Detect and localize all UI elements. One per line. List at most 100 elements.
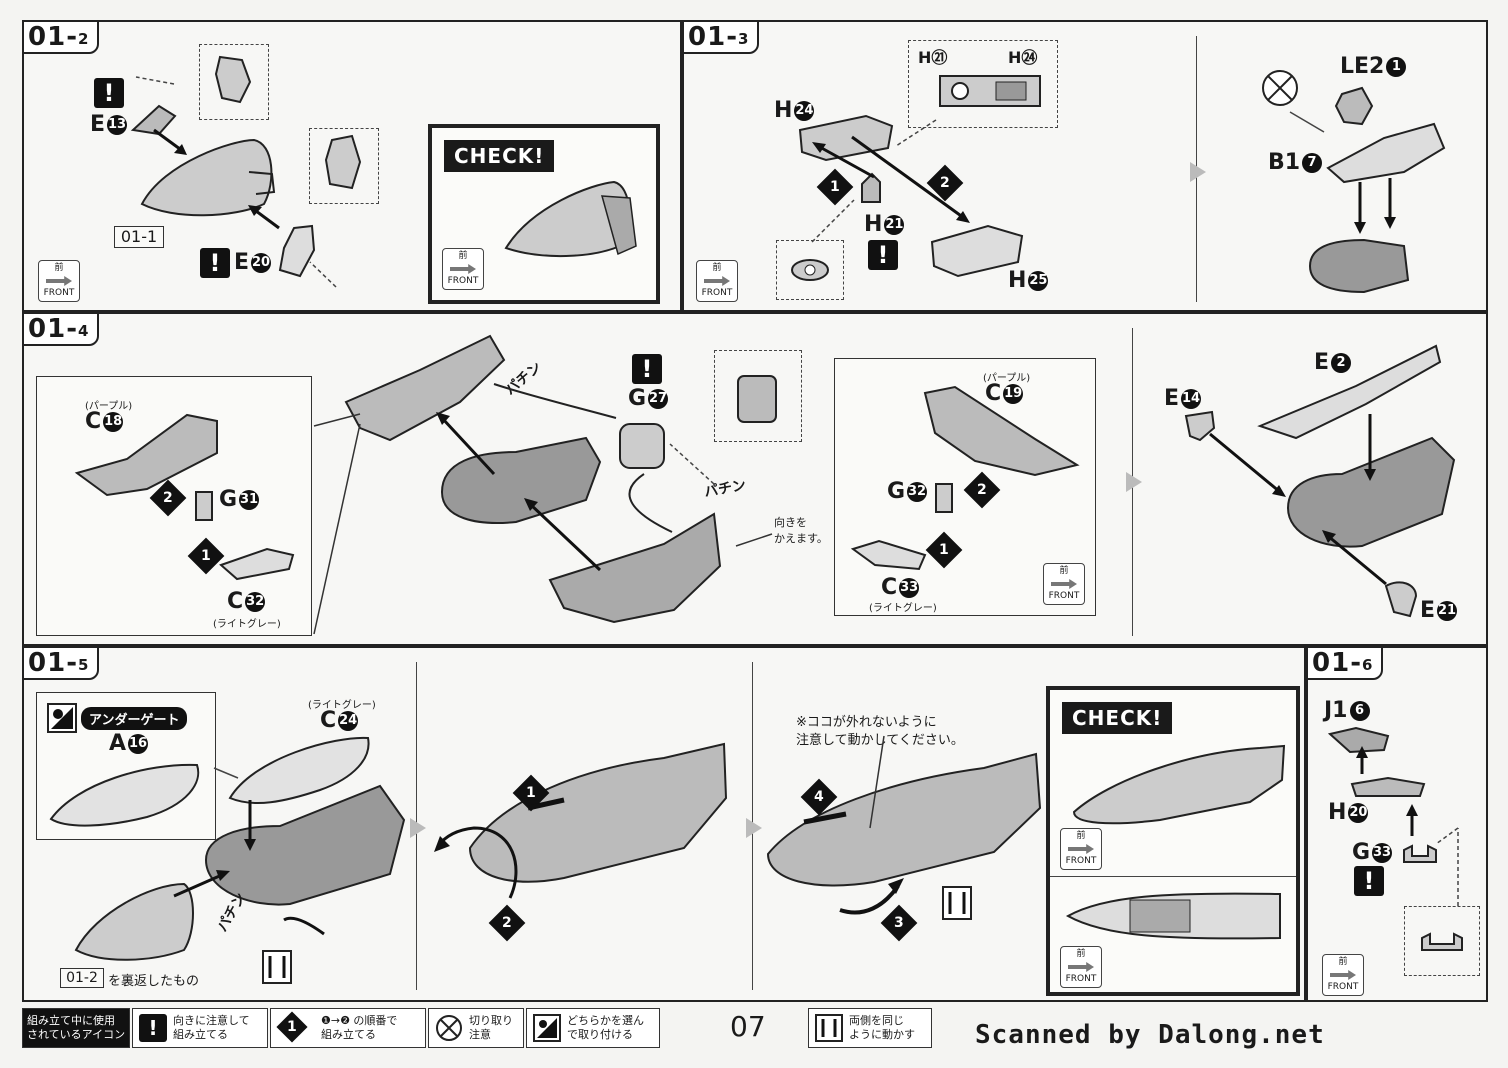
part-h20 [1350,776,1426,797]
lower-hull-part [548,512,722,624]
color-note-lightgray: (ライトグレー) [869,603,937,614]
next-stage-arrow [1190,162,1206,182]
orientation-warning-icon: ! [1354,866,1384,896]
move-both-sides-icon [942,886,972,920]
part-g27 [619,423,665,469]
cut-caution-icon [1262,70,1298,106]
part-g33-detail [1421,932,1463,951]
orientation-warning-icon: ! [94,78,124,108]
step-number: 01-3 [682,20,760,54]
legend-orientation: ! 向きに注意して 組み立てる [132,1008,268,1048]
color-note-purple: (パープル) [983,373,1031,384]
engine-block-part [1308,238,1410,294]
part-e20-detail [324,134,362,190]
step-number: 01-2 [22,20,100,54]
assembly-arrows [173,767,325,936]
orientation-warning-icon: ! [200,248,230,278]
part-e14 [1184,410,1216,442]
detail-dashed-box [908,40,1058,128]
part-g27-detail [737,375,777,423]
next-stage-arrow [410,818,426,838]
turn-around-note: 向きを かえます。 [774,516,828,545]
orientation-warning-icon: ! [868,240,898,270]
part-c19 [923,385,1080,477]
legend-choose-one: どちらかを選ん で取り付ける [526,1008,660,1048]
rotated-assembly-part [468,742,728,883]
assembly-arrows [811,119,970,243]
assembly-arrows [1289,111,1396,234]
part-g31 [195,491,213,521]
part-le2 [1334,86,1374,126]
completed-cockpit-part [766,752,1042,887]
choose-one-icon [47,703,77,733]
reference-note: を裏返したもの [108,974,200,989]
next-stage-arrow [1126,472,1142,492]
color-note-purple: (パープル) [85,401,133,412]
step-number: 01-5 [22,646,100,680]
h-parts-detail [939,75,1041,107]
orientation-warning-icon: ! [632,354,662,384]
check-divider [1050,876,1296,877]
move-both-sides-icon [262,950,292,984]
legend-move-both: 両側を同じ ように動かす [808,1008,932,1048]
part-c18 [74,413,218,497]
legend-title: 組み立て中に使用 されているアイコン [22,1008,130,1048]
part-c32 [219,547,295,581]
part-label-h21-top: H㉑ [918,48,948,67]
part-c33 [850,539,927,571]
side-panel-part-top [344,334,506,442]
top-view-cockpit [1072,744,1286,825]
part-g32 [935,483,953,513]
step-number: 01-4 [22,312,100,346]
part-a16 [49,763,200,827]
page-number: 07 [730,1010,766,1043]
detail-dashed-box [309,128,379,204]
nose-cone-part [140,138,276,217]
part-e21 [1384,581,1418,618]
legend-cut-caution: 切り取り 注意 [428,1008,524,1048]
overhead-view-cockpit [1065,892,1281,940]
part-e2 [1257,344,1442,440]
rotation-arrows [434,797,565,899]
part-c24 [228,736,370,804]
scanner-watermark: Scanned by Dalong.net [975,1020,1325,1050]
reference-step-box: 01-2 [60,968,104,988]
check-title: CHECK! [1062,702,1173,734]
next-stage-arrow [746,818,762,838]
part-e20 [278,224,316,278]
caution-note: ※ココが外れないように 注意して動かしてください。 [796,715,964,748]
part-g33 [1403,844,1437,863]
detail-dashed-box [1404,906,1480,976]
part-j1 [1327,726,1390,754]
